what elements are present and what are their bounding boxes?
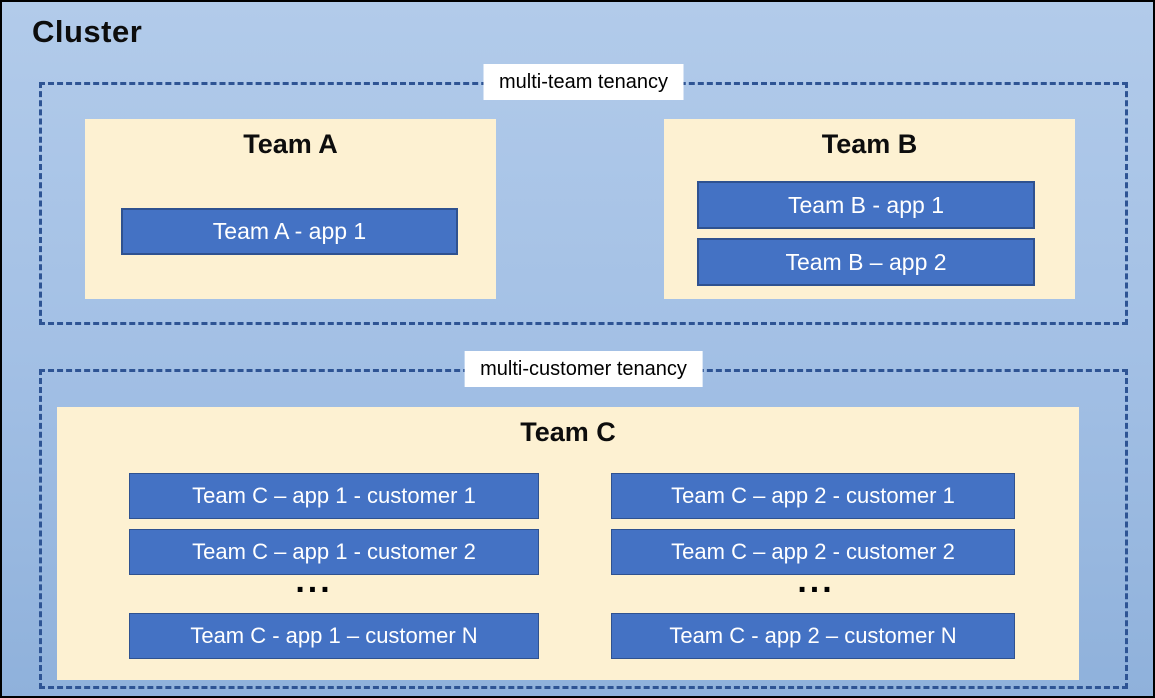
multi-customer-tenancy-label: multi-customer tenancy bbox=[464, 351, 703, 387]
team-a-app-1-box: Team A - app 1 bbox=[121, 208, 458, 255]
team-c-app-2-customer-2-box: Team C – app 2 - customer 2 bbox=[611, 529, 1015, 575]
multi-team-tenancy-section: multi-team tenancy bbox=[39, 64, 1128, 325]
team-c-app-2-customer-n-box: Team C - app 2 – customer N bbox=[611, 613, 1015, 659]
team-a-panel: Team A Team A - app 1 bbox=[85, 119, 496, 299]
team-c-title: Team C bbox=[520, 417, 616, 447]
multi-team-tenancy-label: multi-team tenancy bbox=[483, 64, 684, 100]
team-b-app-2-box: Team B – app 2 bbox=[697, 238, 1035, 286]
team-b-title: Team B bbox=[821, 129, 918, 159]
team-c-app-1-customer-n-box: Team C - app 1 – customer N bbox=[129, 613, 539, 659]
multi-customer-tenancy-section: multi-customer tenancy bbox=[39, 351, 1128, 689]
team-c-app-2-customer-1-box: Team C – app 2 - customer 1 bbox=[611, 473, 1015, 519]
team-c-panel: Team C Team C – app 1 - customer 1 Team … bbox=[57, 407, 1079, 680]
team-b-panel: Team B Team B - app 1 Team B – app 2 bbox=[664, 119, 1075, 299]
team-c-app-1-ellipsis: ... bbox=[295, 562, 333, 600]
team-a-title: Team A bbox=[243, 129, 338, 159]
team-b-app-1-box: Team B - app 1 bbox=[697, 181, 1035, 229]
team-c-app-1-customer-1-box: Team C – app 1 - customer 1 bbox=[129, 473, 539, 519]
cluster-title: Cluster bbox=[32, 14, 143, 49]
team-c-app-2-ellipsis: ... bbox=[797, 562, 835, 600]
team-c-app-1-customer-2-box: Team C – app 1 - customer 2 bbox=[129, 529, 539, 575]
